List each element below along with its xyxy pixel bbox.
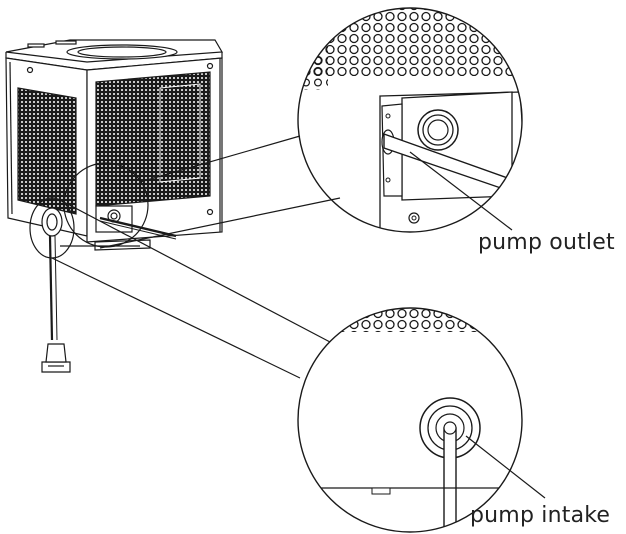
intake-detail-view: [297, 307, 523, 533]
hose-plug: [41, 361, 71, 373]
callout-lines: [29, 135, 546, 499]
left-mesh-panel: [17, 87, 77, 215]
pump-outlet-pointer: [409, 151, 513, 231]
pump-intake-label: pump intake: [470, 503, 611, 528]
pump-outlet-label: pump outlet: [478, 230, 615, 255]
right-mesh-panel: [95, 71, 211, 207]
outlet-detail-view: [297, 7, 523, 233]
intake-detail-circle: [297, 307, 523, 533]
outlet-detail-circle: [297, 7, 523, 233]
pump-intake-pointer: [465, 435, 546, 499]
heat-pump-unit: [5, 39, 224, 373]
